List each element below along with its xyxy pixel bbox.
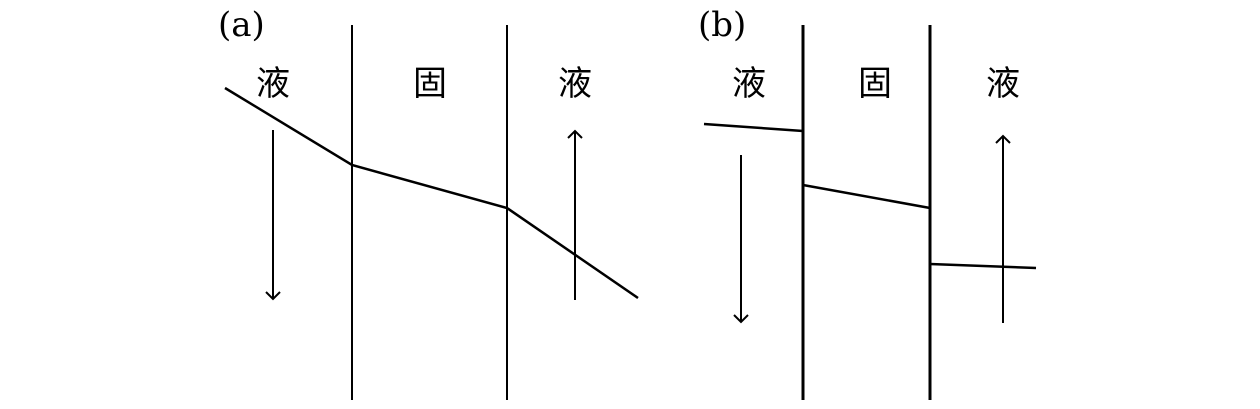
region-solid: 固 [413, 64, 447, 104]
profile-segment-liquid-right [929, 262, 1037, 270]
profile-segment-liquid-left [703, 122, 804, 133]
region-liquid-right: 液 [558, 64, 592, 104]
panel-b: (b) 液 固 液 [698, 5, 1037, 400]
panel-b-label: (b) [698, 5, 746, 45]
region-liquid-left: 液 [256, 64, 290, 104]
region-liquid-left: 液 [732, 64, 766, 104]
region-liquid-right: 液 [986, 64, 1020, 104]
profile-line [224, 86, 639, 300]
panel-a: (a) 液 固 液 [218, 5, 639, 400]
panel-a-label: (a) [218, 5, 265, 45]
region-solid: 固 [858, 64, 892, 104]
profile-segment-solid [802, 183, 931, 210]
